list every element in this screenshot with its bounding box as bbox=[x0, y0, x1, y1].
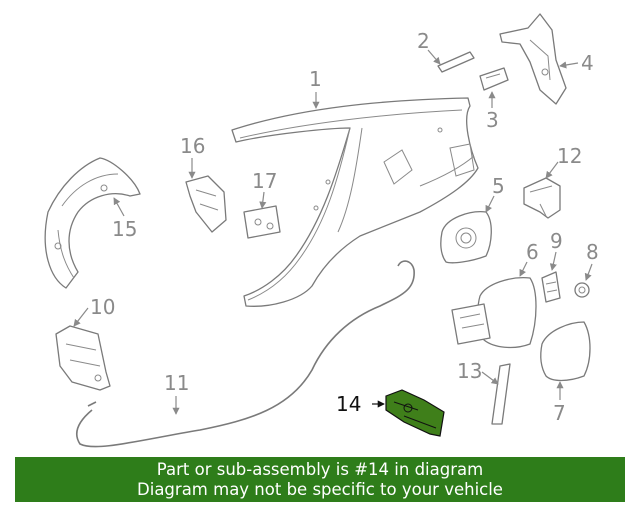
callout-3: 3 bbox=[486, 108, 499, 132]
callout-10: 10 bbox=[90, 295, 115, 319]
quarter-panel-part bbox=[231, 97, 479, 307]
callout-14: 14 bbox=[336, 392, 361, 416]
info-banner: Part or sub-assembly is #14 in diagram D… bbox=[15, 457, 625, 502]
plate-part bbox=[243, 205, 281, 239]
actuator-part bbox=[523, 177, 561, 219]
callout-9: 9 bbox=[550, 229, 563, 253]
callout-7: 7 bbox=[553, 401, 566, 425]
callout-2: 2 bbox=[417, 29, 430, 53]
strip-part bbox=[437, 51, 475, 73]
callout-12: 12 bbox=[557, 144, 582, 168]
callout-6: 6 bbox=[526, 240, 539, 264]
pad-part bbox=[491, 363, 511, 425]
callout-11: 11 bbox=[164, 371, 189, 395]
callout-4: 4 bbox=[581, 51, 594, 75]
callout-1: 1 bbox=[309, 67, 322, 91]
callout-8: 8 bbox=[586, 240, 599, 264]
hinge-bracket-part bbox=[55, 325, 111, 391]
insulator-part bbox=[185, 175, 227, 233]
release-cable-part bbox=[76, 260, 415, 448]
fuel-housing-part bbox=[440, 211, 492, 264]
callout-13: 13 bbox=[457, 359, 482, 383]
clip-part bbox=[541, 271, 561, 303]
grommet-part bbox=[574, 282, 590, 298]
callout-17: 17 bbox=[252, 169, 277, 193]
highlighted-bracket-part bbox=[385, 389, 445, 437]
bracket-part bbox=[499, 13, 567, 105]
callout-5: 5 bbox=[492, 174, 505, 198]
patch-part bbox=[479, 67, 509, 91]
wheel-liner-part bbox=[44, 157, 141, 289]
fuel-lid-part bbox=[540, 321, 591, 382]
callout-16: 16 bbox=[180, 134, 205, 158]
callout-15: 15 bbox=[112, 217, 137, 241]
banner-line-1: Part or sub-assembly is #14 in diagram bbox=[156, 460, 484, 479]
fuel-door-assembly-part bbox=[451, 277, 537, 349]
banner-line-2: Diagram may not be specific to your vehi… bbox=[137, 480, 503, 499]
parts-diagram: 1 2 3 4 5 6 7 8 bbox=[44, 13, 599, 448]
